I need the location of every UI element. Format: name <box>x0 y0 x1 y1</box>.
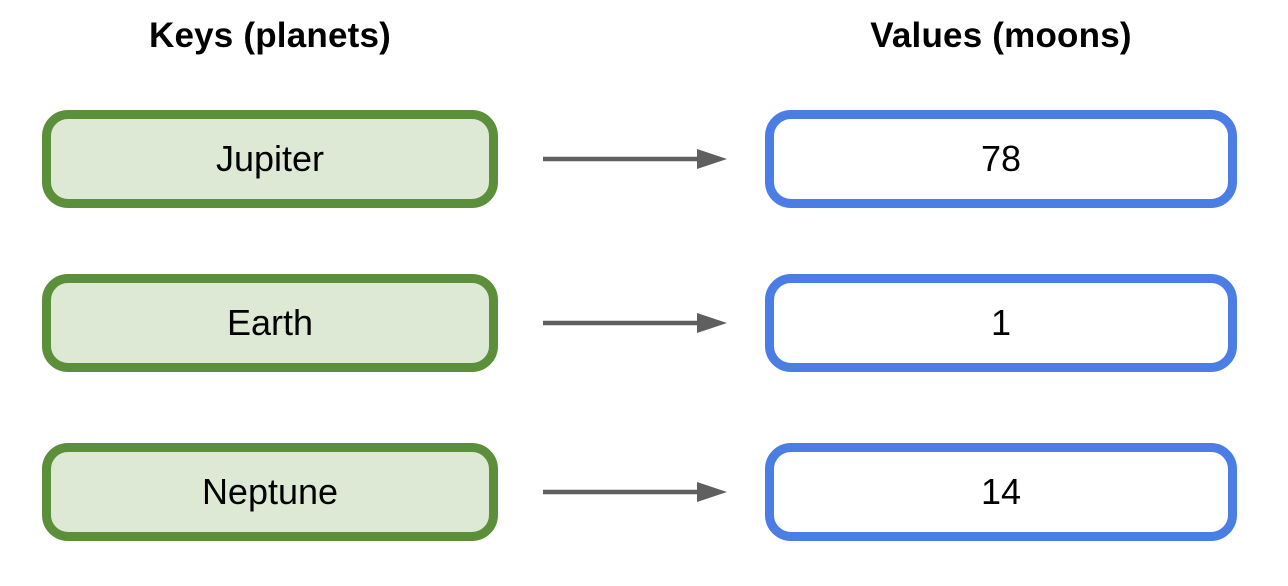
arrow-right-icon <box>541 145 729 173</box>
value-box-earth-moons: 1 <box>765 274 1237 372</box>
value-box-neptune-moons: 14 <box>765 443 1237 541</box>
key-box-jupiter: Jupiter <box>42 110 498 208</box>
value-box-jupiter-moons: 78 <box>765 110 1237 208</box>
key-box-earth: Earth <box>42 274 498 372</box>
values-column-title: Values (moons) <box>870 16 1132 55</box>
key-box-neptune: Neptune <box>42 443 498 541</box>
keys-column-title: Keys (planets) <box>148 16 392 55</box>
arrow-right-icon <box>541 309 729 337</box>
arrow-right-icon <box>541 478 729 506</box>
